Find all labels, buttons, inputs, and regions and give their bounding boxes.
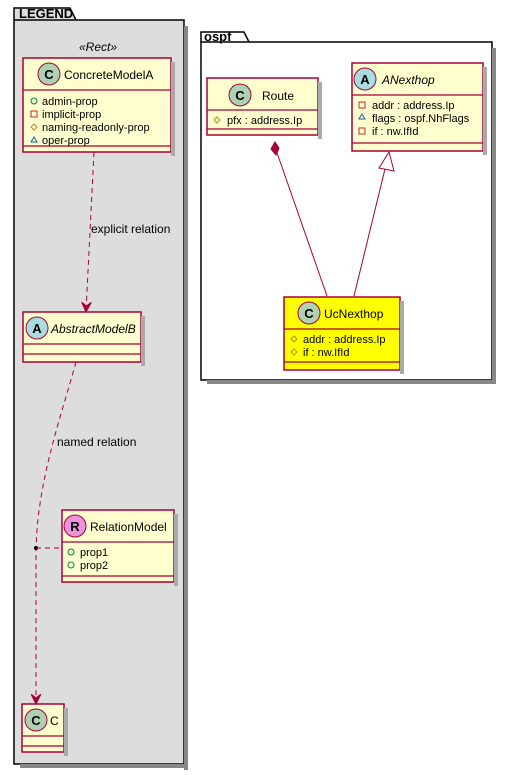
- legend-stereotype: «Rect»: [79, 40, 117, 54]
- member: prop1: [80, 547, 108, 559]
- member: pfx : address.Ip: [227, 115, 302, 127]
- member: if : nw.IfId: [372, 126, 418, 138]
- class-name: UcNexthop: [324, 307, 384, 321]
- class-a-icon: [25, 316, 49, 340]
- edge-label: named relation: [57, 435, 136, 449]
- member: flags : ospf.NhFlags: [372, 113, 470, 125]
- inheritance-triangle-icon: [378, 150, 395, 172]
- class-relationmodel[interactable]: R RelationModel prop1 prop2: [61, 509, 178, 586]
- class-name: RelationModel: [90, 520, 167, 534]
- edge-label: explicit relation: [91, 222, 170, 236]
- legend-title: LEGEND: [19, 6, 73, 21]
- class-c-icon: [24, 708, 48, 732]
- visibility-private-icon: [30, 110, 38, 118]
- member: naming-readonly-prop: [42, 122, 150, 134]
- edge-composition: [270, 141, 328, 297]
- edge-explicit-relation: explicit relation: [86, 151, 170, 311]
- class-kind-letter: C: [31, 713, 41, 728]
- class-ucnexthop[interactable]: C UcNexthop addr : address.Ip if : nw.If…: [283, 296, 404, 374]
- class-kind-letter: C: [44, 67, 54, 82]
- member: prop2: [80, 560, 108, 572]
- visibility-public-icon: [30, 97, 38, 105]
- class-name: C: [50, 714, 59, 728]
- class-anexthop[interactable]: A ANexthop addr : address.Ip flags : osp…: [351, 62, 487, 155]
- visibility-package-icon: [30, 136, 38, 143]
- visibility-protected-icon: [290, 348, 298, 356]
- visibility-protected-icon: [213, 116, 221, 124]
- class-route[interactable]: C Route pfx : address.Ip: [206, 77, 322, 139]
- visibility-private-icon: [358, 127, 366, 135]
- class-name: AbstractModelB: [50, 322, 136, 336]
- class-kind-letter: A: [32, 321, 42, 336]
- composition-diamond-icon: [270, 141, 280, 156]
- member: addr : address.Ip: [303, 334, 386, 346]
- edge-named-relation: named relation: [34, 361, 136, 703]
- member: addr : address.Ip: [372, 100, 455, 112]
- member: admin-prop: [42, 96, 98, 108]
- ospf-title: ospf: [204, 29, 232, 44]
- class-kind-letter: C: [235, 88, 245, 103]
- class-name: ANexthop: [381, 73, 435, 87]
- visibility-package-icon: [358, 113, 366, 120]
- class-name: ConcreteModelA: [64, 68, 153, 82]
- class-c-icon: [228, 83, 252, 107]
- class-c[interactable]: C C: [21, 703, 68, 756]
- class-c-icon: [37, 62, 61, 86]
- class-abstractmodelb[interactable]: A AbstractModelB: [22, 311, 145, 366]
- class-kind-letter: A: [360, 72, 370, 87]
- visibility-public-icon: [67, 561, 75, 569]
- class-kind-letter: R: [70, 519, 80, 534]
- class-name: Route: [262, 89, 294, 103]
- class-r-icon: [63, 514, 87, 538]
- class-c-icon: [297, 301, 321, 325]
- class-a-icon: [353, 67, 377, 91]
- edge-inheritance: [353, 150, 395, 297]
- member: if : nw.IfId: [303, 347, 349, 359]
- visibility-protected-icon: [290, 335, 298, 343]
- member: oper-prop: [42, 135, 90, 147]
- class-kind-letter: C: [304, 306, 314, 321]
- class-concretemodela[interactable]: C ConcreteModelA admin-prop implicit-pro…: [22, 57, 175, 156]
- visibility-protected-icon: [30, 123, 38, 131]
- member: implicit-prop: [42, 109, 101, 121]
- visibility-public-icon: [67, 548, 75, 556]
- visibility-private-icon: [358, 101, 366, 109]
